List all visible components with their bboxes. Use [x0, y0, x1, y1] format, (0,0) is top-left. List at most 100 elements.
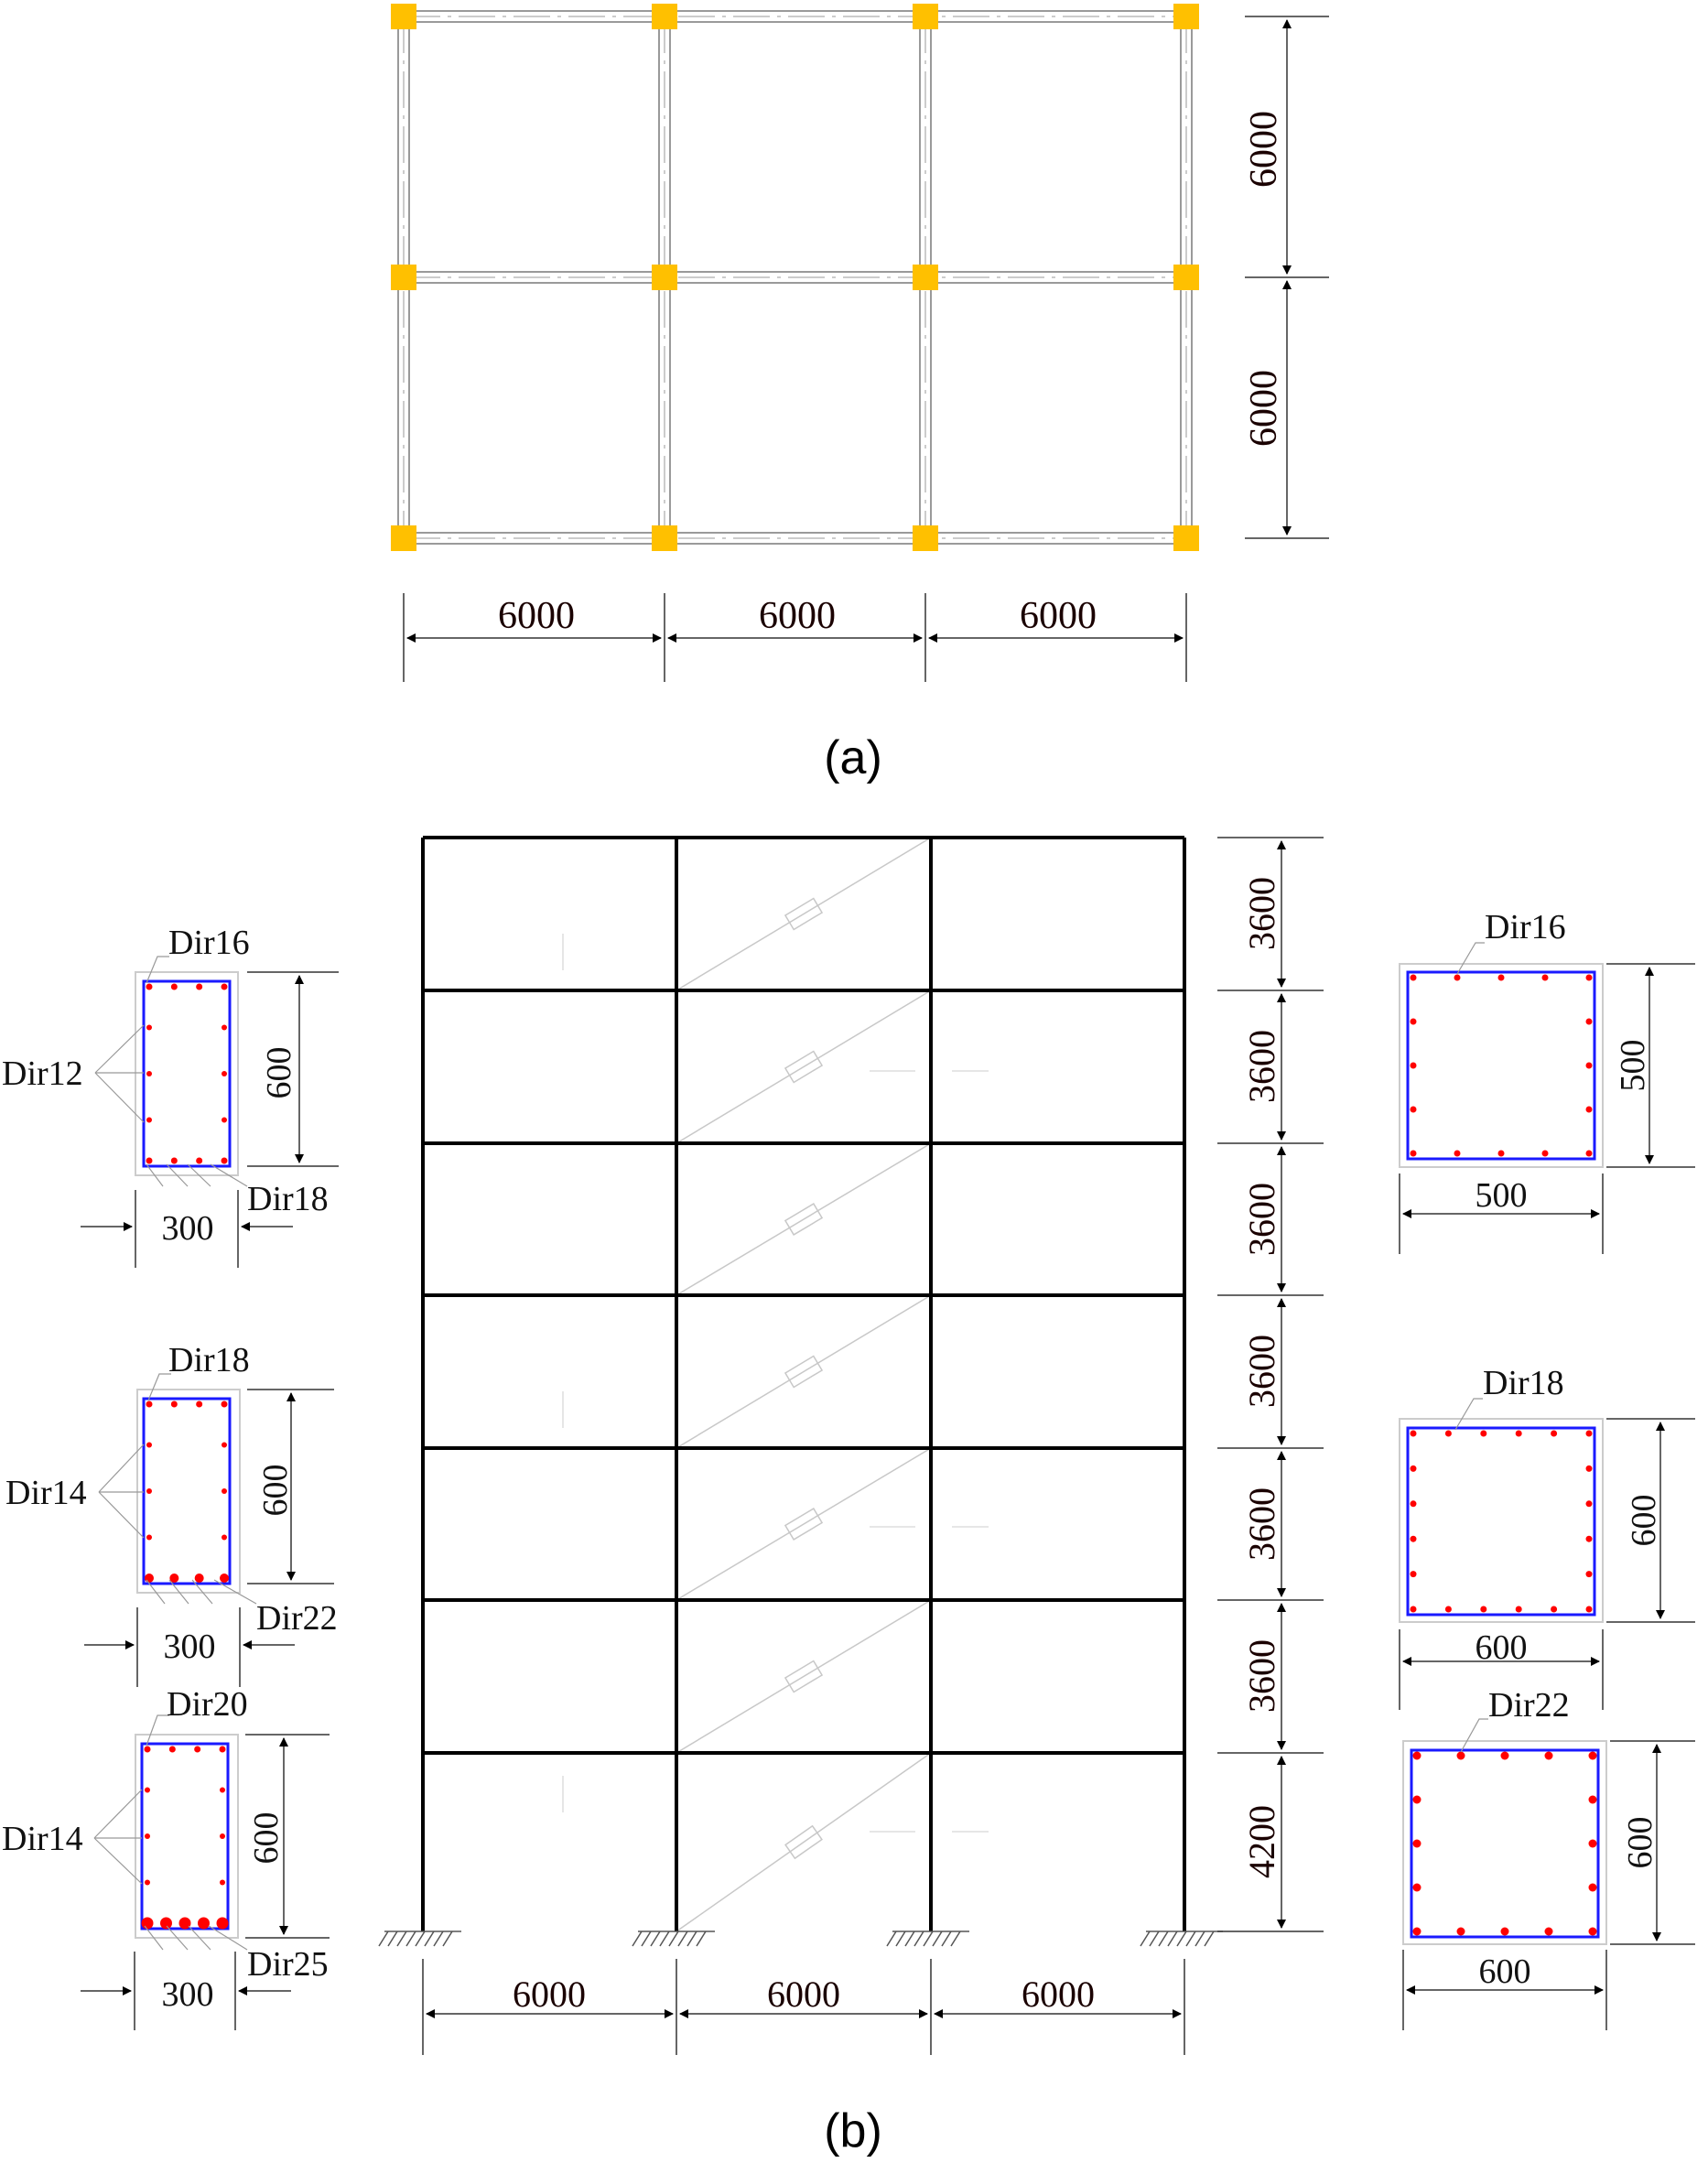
- rebar-bottom: [216, 1917, 229, 1930]
- rebar-side: [146, 1442, 152, 1448]
- column-rebar: [1515, 1606, 1522, 1613]
- column-rebar: [1585, 1500, 1593, 1508]
- diagonal-brace: [676, 837, 932, 991]
- rebar-side: [146, 1534, 152, 1541]
- column-rebar: [1410, 1465, 1417, 1472]
- plan-dim-x-2: 6000: [759, 595, 836, 637]
- support-hatch: [686, 1930, 697, 1947]
- beam-rebars-1: [146, 983, 228, 1164]
- beam-width-2: 300: [164, 1628, 216, 1666]
- support-hatch: [424, 1930, 435, 1947]
- column-label-3: Dir22: [1488, 1686, 1570, 1725]
- column-rebar: [1585, 1535, 1593, 1542]
- column-rebar: [1497, 1150, 1505, 1157]
- faint-marks: [562, 934, 989, 1833]
- column-rebar: [1410, 1571, 1417, 1578]
- damper: [784, 1660, 824, 1693]
- column-rebar: [1588, 1927, 1597, 1936]
- plan-dim-x-3: 6000: [1020, 595, 1097, 637]
- diagonal-brace: [676, 1294, 932, 1449]
- support-hatch: [904, 1930, 915, 1947]
- diagonal-brace: [676, 990, 932, 1144]
- rebar-side: [145, 1833, 150, 1839]
- rebar-bottom: [198, 1917, 210, 1930]
- column-section-2: Dir18 600 600: [1399, 1364, 1695, 1710]
- rebar-top: [194, 1746, 201, 1753]
- rebar-side: [145, 1787, 150, 1793]
- story-height-5: 3600: [1241, 1487, 1282, 1561]
- beam-bottom-label-1: Dir18: [247, 1180, 329, 1218]
- story-height-3: 3600: [1241, 1183, 1282, 1256]
- rebar-top: [219, 1746, 226, 1753]
- damper: [784, 1050, 824, 1084]
- rebar-side: [146, 1117, 152, 1123]
- column-section-1: Dir16 500 500: [1399, 908, 1695, 1254]
- support-hatch: [650, 1930, 661, 1947]
- beam-height-2: 600: [256, 1465, 295, 1517]
- support-hatch: [433, 1930, 444, 1947]
- support-hatch: [387, 1930, 398, 1947]
- column-rebar: [1585, 1430, 1593, 1437]
- diagonal-brace: [676, 1599, 932, 1754]
- plan-column: [1173, 4, 1199, 29]
- support-hatch: [950, 1930, 961, 1947]
- bay-dim-3: 6000: [1022, 1974, 1095, 2015]
- column-rebars-1: [1410, 974, 1593, 1157]
- column-rebar: [1456, 1927, 1465, 1936]
- support-hatch: [932, 1930, 943, 1947]
- plan-column: [652, 525, 677, 551]
- rebar-side: [145, 1879, 150, 1886]
- support-hatch: [913, 1930, 924, 1947]
- support-hatch: [923, 1930, 934, 1947]
- column-rebar: [1410, 1106, 1417, 1113]
- beam-side-label-3: Dir14: [2, 1820, 83, 1858]
- beam-rebars-2: [145, 1401, 229, 1583]
- plan-column: [391, 525, 416, 551]
- plan-dim-x-1: 6000: [498, 595, 575, 637]
- column-rebar: [1500, 1927, 1509, 1936]
- rebar-top: [168, 1746, 176, 1753]
- support-hatch: [632, 1930, 643, 1947]
- column-rebar: [1588, 1839, 1597, 1848]
- plan-column: [913, 265, 938, 290]
- column-rebar: [1454, 974, 1461, 981]
- rebar-bottom: [160, 1917, 172, 1930]
- rebar-bottom: [141, 1917, 154, 1930]
- column-rebar: [1585, 1465, 1593, 1472]
- support-hatch: [641, 1930, 652, 1947]
- support-hatch: [668, 1930, 679, 1947]
- beam-section-2: Dir18 Dir14 Dir22 600 300: [5, 1341, 338, 1687]
- damper: [784, 1508, 824, 1541]
- damper: [784, 1824, 823, 1860]
- column-rebar: [1444, 1430, 1452, 1437]
- damper: [784, 1203, 824, 1236]
- column-rebar: [1456, 1751, 1465, 1760]
- frame-elevation: 3600 3600 3600 3600 3600 3600 4200 6000 …: [378, 836, 1324, 2055]
- column-rebars-3: [1412, 1751, 1597, 1936]
- rebar-side: [146, 1071, 152, 1076]
- column-rebar: [1410, 1150, 1417, 1157]
- plan-column: [1173, 265, 1199, 290]
- beam-top-label-1: Dir16: [168, 924, 250, 962]
- rebar-top: [196, 983, 203, 990]
- column-rebar: [1480, 1430, 1487, 1437]
- bay-dimension: [422, 1959, 1185, 2055]
- diagonal-brace: [676, 1142, 932, 1296]
- column-width-2: 600: [1476, 1628, 1528, 1667]
- beam-top-label-2: Dir18: [168, 1341, 250, 1379]
- rebar-side: [220, 1787, 225, 1793]
- support-hatch: [1167, 1930, 1178, 1947]
- rebar-bottom: [194, 1574, 204, 1583]
- damper: [784, 1355, 824, 1389]
- rebar-bottom: [220, 1574, 229, 1583]
- beam-width-1: 300: [162, 1209, 214, 1248]
- column-rebar: [1412, 1883, 1422, 1892]
- plan-dimension-x: [403, 593, 1187, 682]
- column-rebar: [1515, 1430, 1522, 1437]
- support-hatch: [1185, 1930, 1196, 1947]
- story-height-4: 3600: [1241, 1335, 1282, 1408]
- rebar-top: [170, 983, 178, 990]
- column-height-1: 500: [1614, 1040, 1652, 1092]
- column-rebar: [1585, 1106, 1593, 1113]
